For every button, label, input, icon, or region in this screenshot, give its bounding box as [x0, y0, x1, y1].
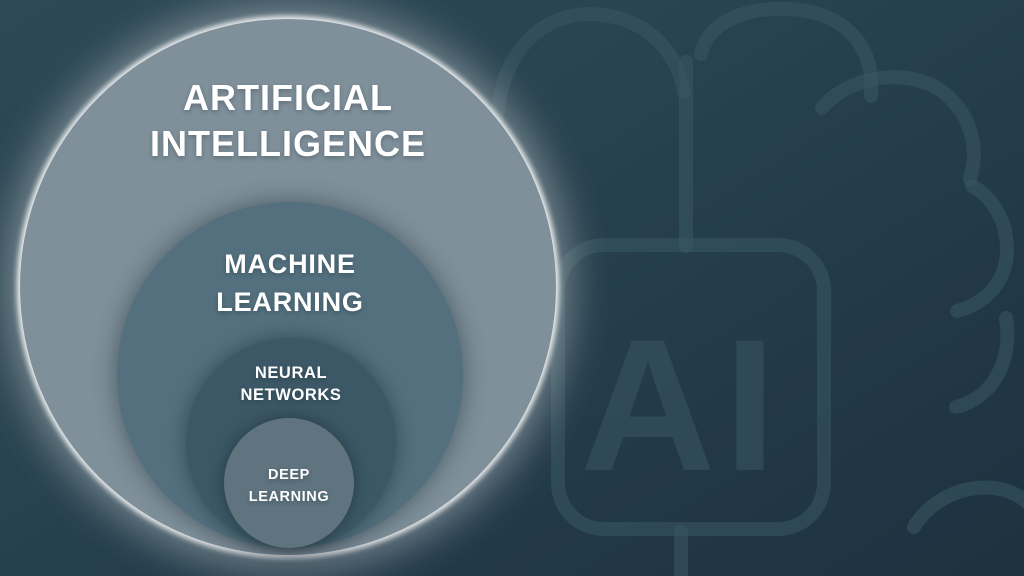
- label-artificial-intelligence: ARTIFICIAL INTELLIGENCE: [149, 77, 426, 164]
- ai-watermark-label: AI: [580, 300, 784, 510]
- circle-neural-networks: NEURAL NETWORKS DEEP LEARNING: [186, 338, 396, 548]
- circle-artificial-intelligence: ARTIFICIAL INTELLIGENCE MACHINE LEARNING…: [20, 19, 556, 555]
- label-deep-learning: DEEP LEARNING: [248, 467, 330, 505]
- label-neural-networks: NEURAL NETWORKS: [240, 364, 342, 404]
- circle-deep-learning: DEEP LEARNING: [224, 418, 354, 548]
- label-machine-learning: MACHINE LEARNING: [216, 249, 364, 317]
- circle-machine-learning: MACHINE LEARNING NEURAL NETWORKS DEEP LE…: [117, 202, 463, 548]
